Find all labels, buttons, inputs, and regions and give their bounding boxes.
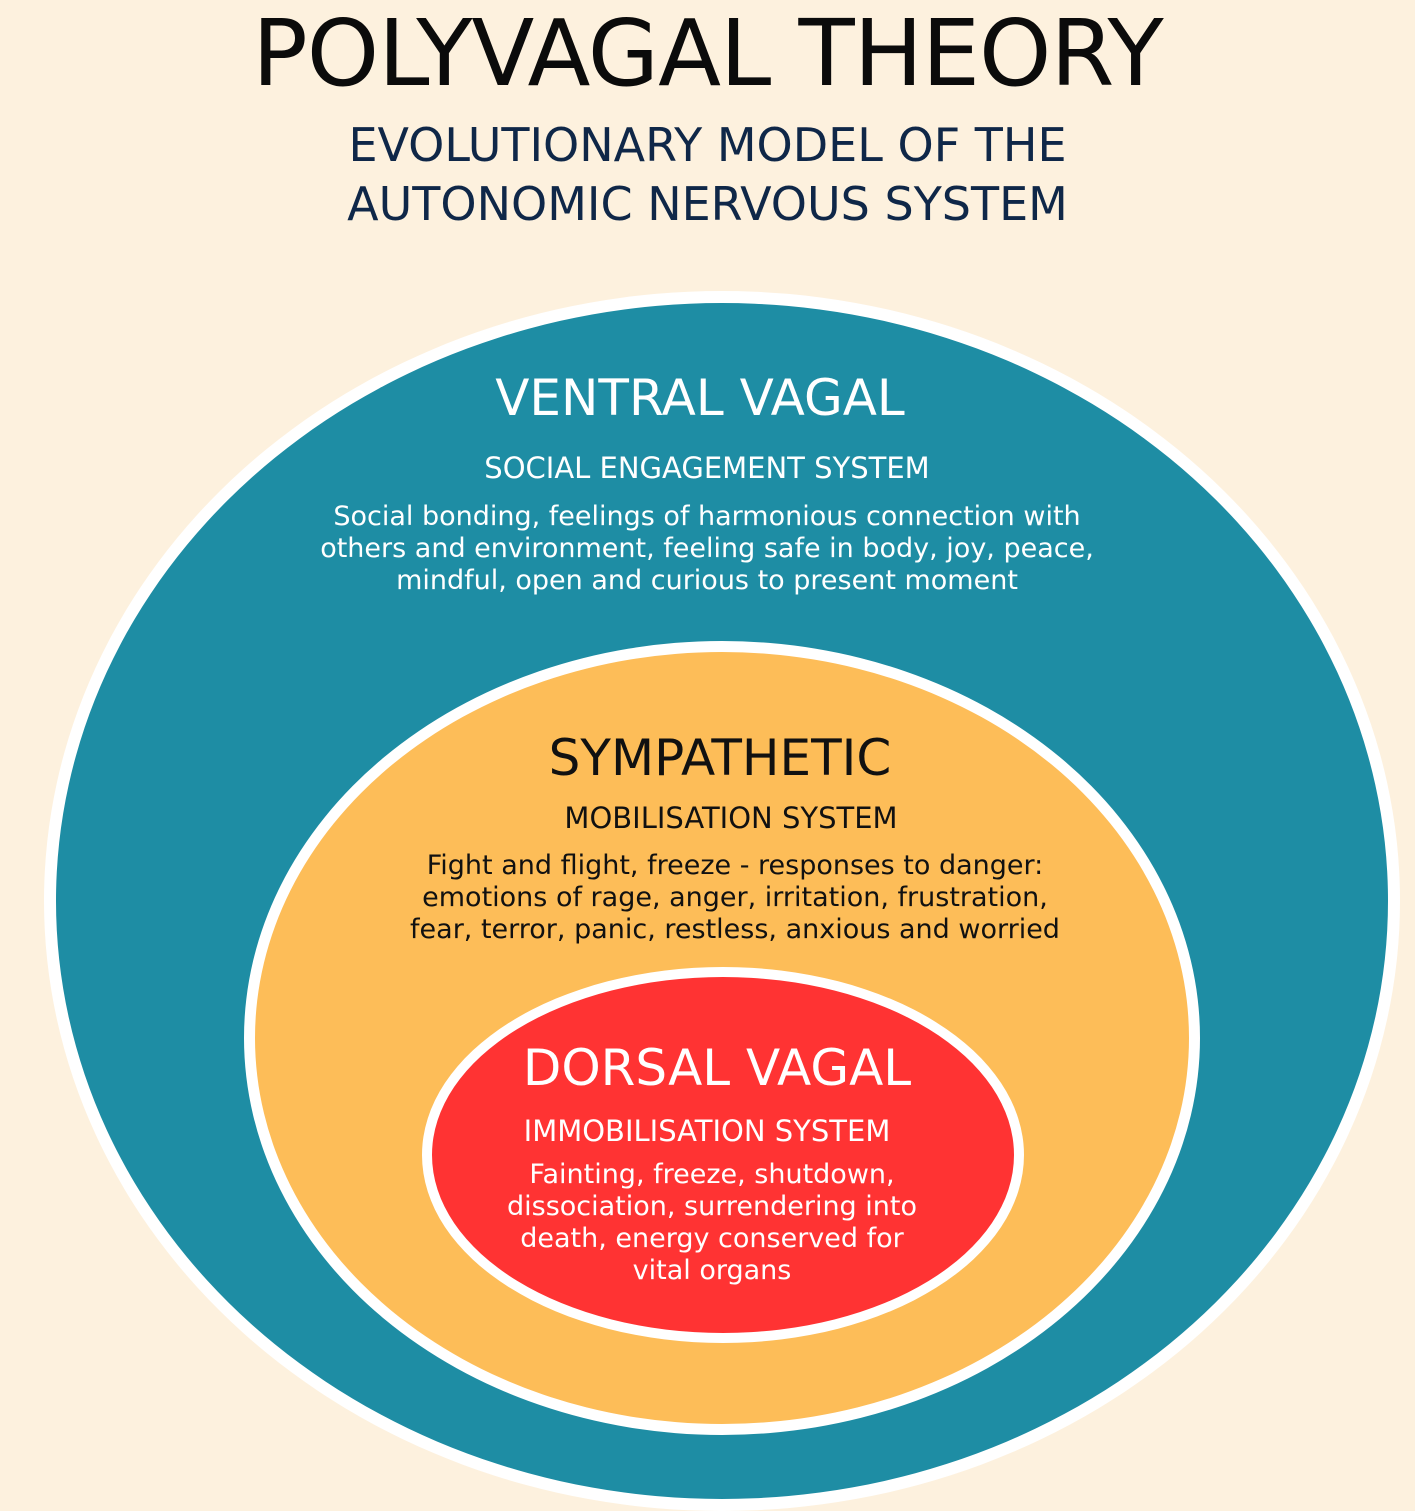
sympathetic-description: Fight and flight, freeze - responses to … [410,850,1060,945]
dorsal-vagal-title: DORSAL VAGAL [522,1039,912,1097]
sympathetic-system: MOBILISATION SYSTEM [564,801,898,835]
ventral-vagal-system: SOCIAL ENGAGEMENT SYSTEM [484,451,930,485]
ventral-vagal-title: VENTRAL VAGAL [495,369,905,427]
page-title: POLYVAGAL THEORY [252,0,1163,107]
sympathetic-title: SYMPATHETIC [548,729,892,787]
page-subtitle: EVOLUTIONARY MODEL OF THE AUTONOMIC NERV… [347,118,1068,231]
ventral-vagal-description: Social bonding, feelings of harmonious c… [320,501,1094,596]
dorsal-vagal-system: IMMOBILISATION SYSTEM [523,1114,891,1148]
dorsal-vagal-description: Fainting, freeze, shutdown, dissociation… [506,1159,917,1286]
dorsal-vagal-ring [422,967,1024,1343]
